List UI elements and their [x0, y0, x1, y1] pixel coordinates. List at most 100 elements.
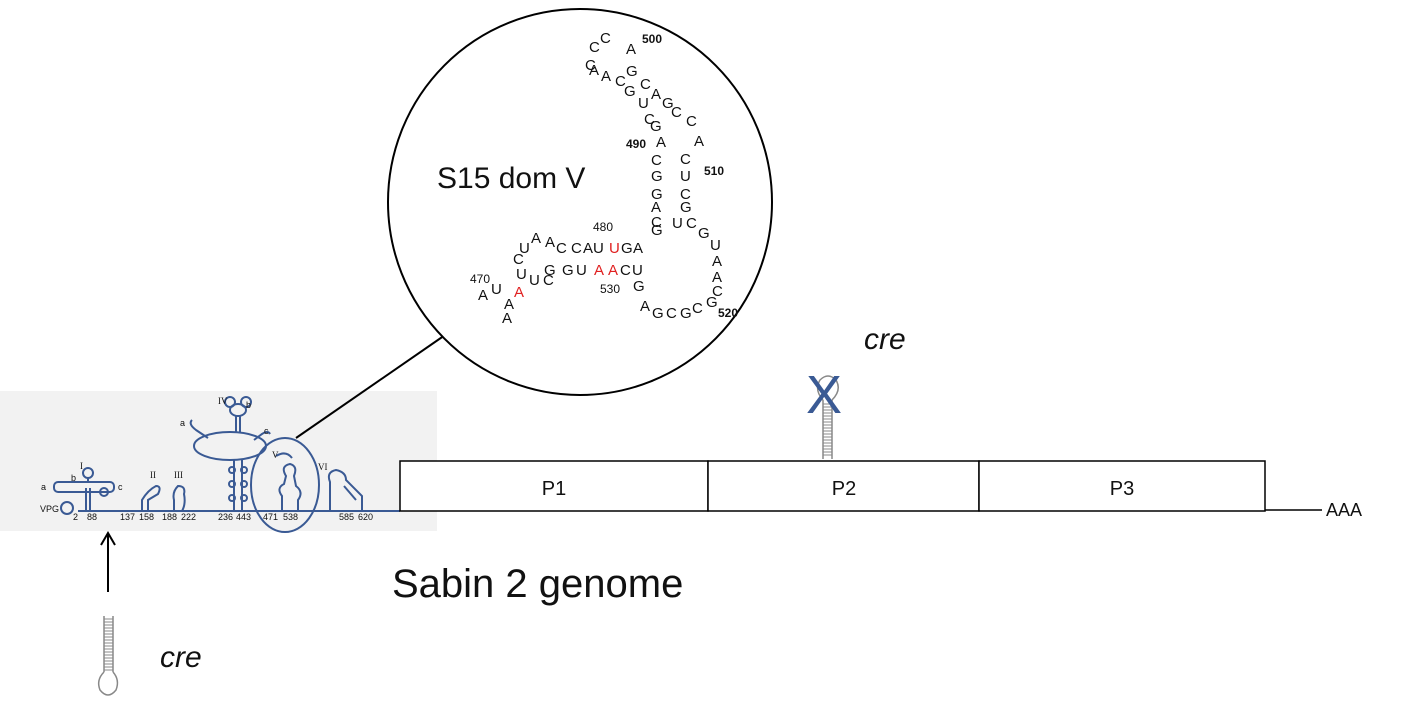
nucleotide: U	[632, 262, 643, 279]
nucleotide: C	[556, 240, 567, 257]
nucleotide: G	[626, 63, 638, 80]
utr-position: 471	[263, 512, 278, 522]
insertion-arrow	[100, 531, 116, 592]
cre-label-top: cre	[864, 323, 906, 356]
genome-title: Sabin 2 genome	[392, 562, 683, 606]
utr-position: 620	[358, 512, 373, 522]
sequence-position-label: 520	[718, 306, 738, 320]
nucleotide: C	[585, 57, 596, 74]
nucleotide: A	[608, 262, 618, 279]
nucleotide: C	[666, 305, 677, 322]
utr-position: 158	[139, 512, 154, 522]
nucleotide: C	[600, 30, 611, 47]
nucleotide: A	[651, 86, 661, 103]
utr-subloop-label: a	[41, 482, 46, 492]
nucleotide: A	[514, 284, 524, 301]
nucleotide: U	[672, 215, 683, 232]
nucleotide: G	[662, 95, 674, 112]
segment-p1	[399, 460, 709, 512]
utr-position: 236	[218, 512, 233, 522]
nucleotide: A	[594, 262, 604, 279]
nucleotide: A	[633, 240, 643, 257]
utr-subloop-label: b	[246, 400, 251, 410]
nucleotide: U	[680, 168, 691, 185]
nucleotide: U	[519, 240, 530, 257]
zoom-connector	[295, 332, 449, 439]
sequence-position-label: 500	[642, 32, 662, 46]
nucleotide: C	[692, 300, 703, 317]
nucleotide: U	[516, 266, 527, 283]
inset-title: S15 dom V	[437, 162, 585, 195]
utr-domain-label: II	[150, 470, 156, 480]
nucleotide: A	[478, 287, 488, 304]
nucleotide: C	[589, 39, 600, 56]
nucleotide: C	[651, 152, 662, 169]
nucleotide: A	[589, 62, 599, 79]
polya-label: AAA	[1326, 500, 1362, 520]
utr-domain-label: IV	[218, 396, 228, 406]
utr-domain-label: V	[272, 450, 279, 460]
segment-label: P2	[832, 478, 856, 500]
segment-label: P3	[1110, 478, 1134, 500]
nucleotide: A	[694, 133, 704, 150]
utr-position: 137	[120, 512, 135, 522]
nucleotide: C	[543, 272, 554, 289]
nucleotide: A	[601, 68, 611, 85]
nucleotide: A	[651, 199, 661, 216]
nucleotide: C	[513, 251, 524, 268]
utr-structure	[53, 396, 400, 533]
nucleotide: A	[640, 298, 650, 315]
nucleotide: A	[583, 240, 593, 257]
utr-position: 2	[73, 512, 78, 522]
sequence-position-label: 480	[593, 220, 613, 234]
nucleotide: U	[529, 272, 540, 289]
nucleotide: C	[686, 113, 697, 130]
nucleotide: U	[491, 281, 502, 298]
nucleotide: G	[698, 225, 710, 242]
nucleotide: C	[671, 104, 682, 121]
utr-position: 585	[339, 512, 354, 522]
nucleotide: G	[650, 118, 662, 135]
segment-p3	[978, 460, 1266, 512]
segment-label: P1	[542, 478, 566, 500]
nucleotide: G	[651, 186, 663, 203]
nucleotide: A	[545, 234, 555, 251]
nucleotide: C	[686, 215, 697, 232]
sequence-position-label: 510	[704, 164, 724, 178]
nucleotide: G	[544, 262, 556, 279]
nucleotide: C	[615, 73, 626, 90]
nucleotide: G	[651, 168, 663, 185]
nucleotide: C	[644, 111, 655, 128]
utr-subloop-label: c	[264, 426, 269, 436]
genome-bar: P1 P2 P3 AAA	[399, 460, 1362, 520]
utr-position: 188	[162, 512, 177, 522]
sequence-position-label: 470	[470, 272, 490, 286]
utr-position: 443	[236, 512, 251, 522]
nucleotide: U	[710, 237, 721, 254]
nucleotide: G	[680, 305, 692, 322]
cre-hairpin-rungs	[823, 403, 832, 456]
nucleotide: A	[712, 269, 722, 286]
nucleotide: G	[680, 199, 692, 216]
nucleotide: U	[609, 240, 620, 257]
nucleotide: G	[652, 305, 664, 322]
nucleotide: C	[680, 151, 691, 168]
nucleotide: A	[626, 41, 636, 58]
utr-subloop-label: a	[180, 418, 185, 428]
sequence-position-label: 530	[600, 282, 620, 296]
nucleotide: A	[531, 230, 541, 247]
utr-position: 88	[87, 512, 97, 522]
nucleotide: A	[504, 296, 514, 313]
nucleotide: G	[633, 278, 645, 295]
utr-vpg-label: VPG	[40, 504, 59, 514]
cre-hairpin-rungs	[104, 618, 113, 671]
nucleotide: C	[640, 76, 651, 93]
nucleotide: G	[621, 240, 633, 257]
utr-subloop-label: b	[71, 473, 76, 483]
nucleotide: C	[620, 262, 631, 279]
nucleotide: G	[706, 294, 718, 311]
cre-knockout-mark: X	[806, 365, 842, 425]
